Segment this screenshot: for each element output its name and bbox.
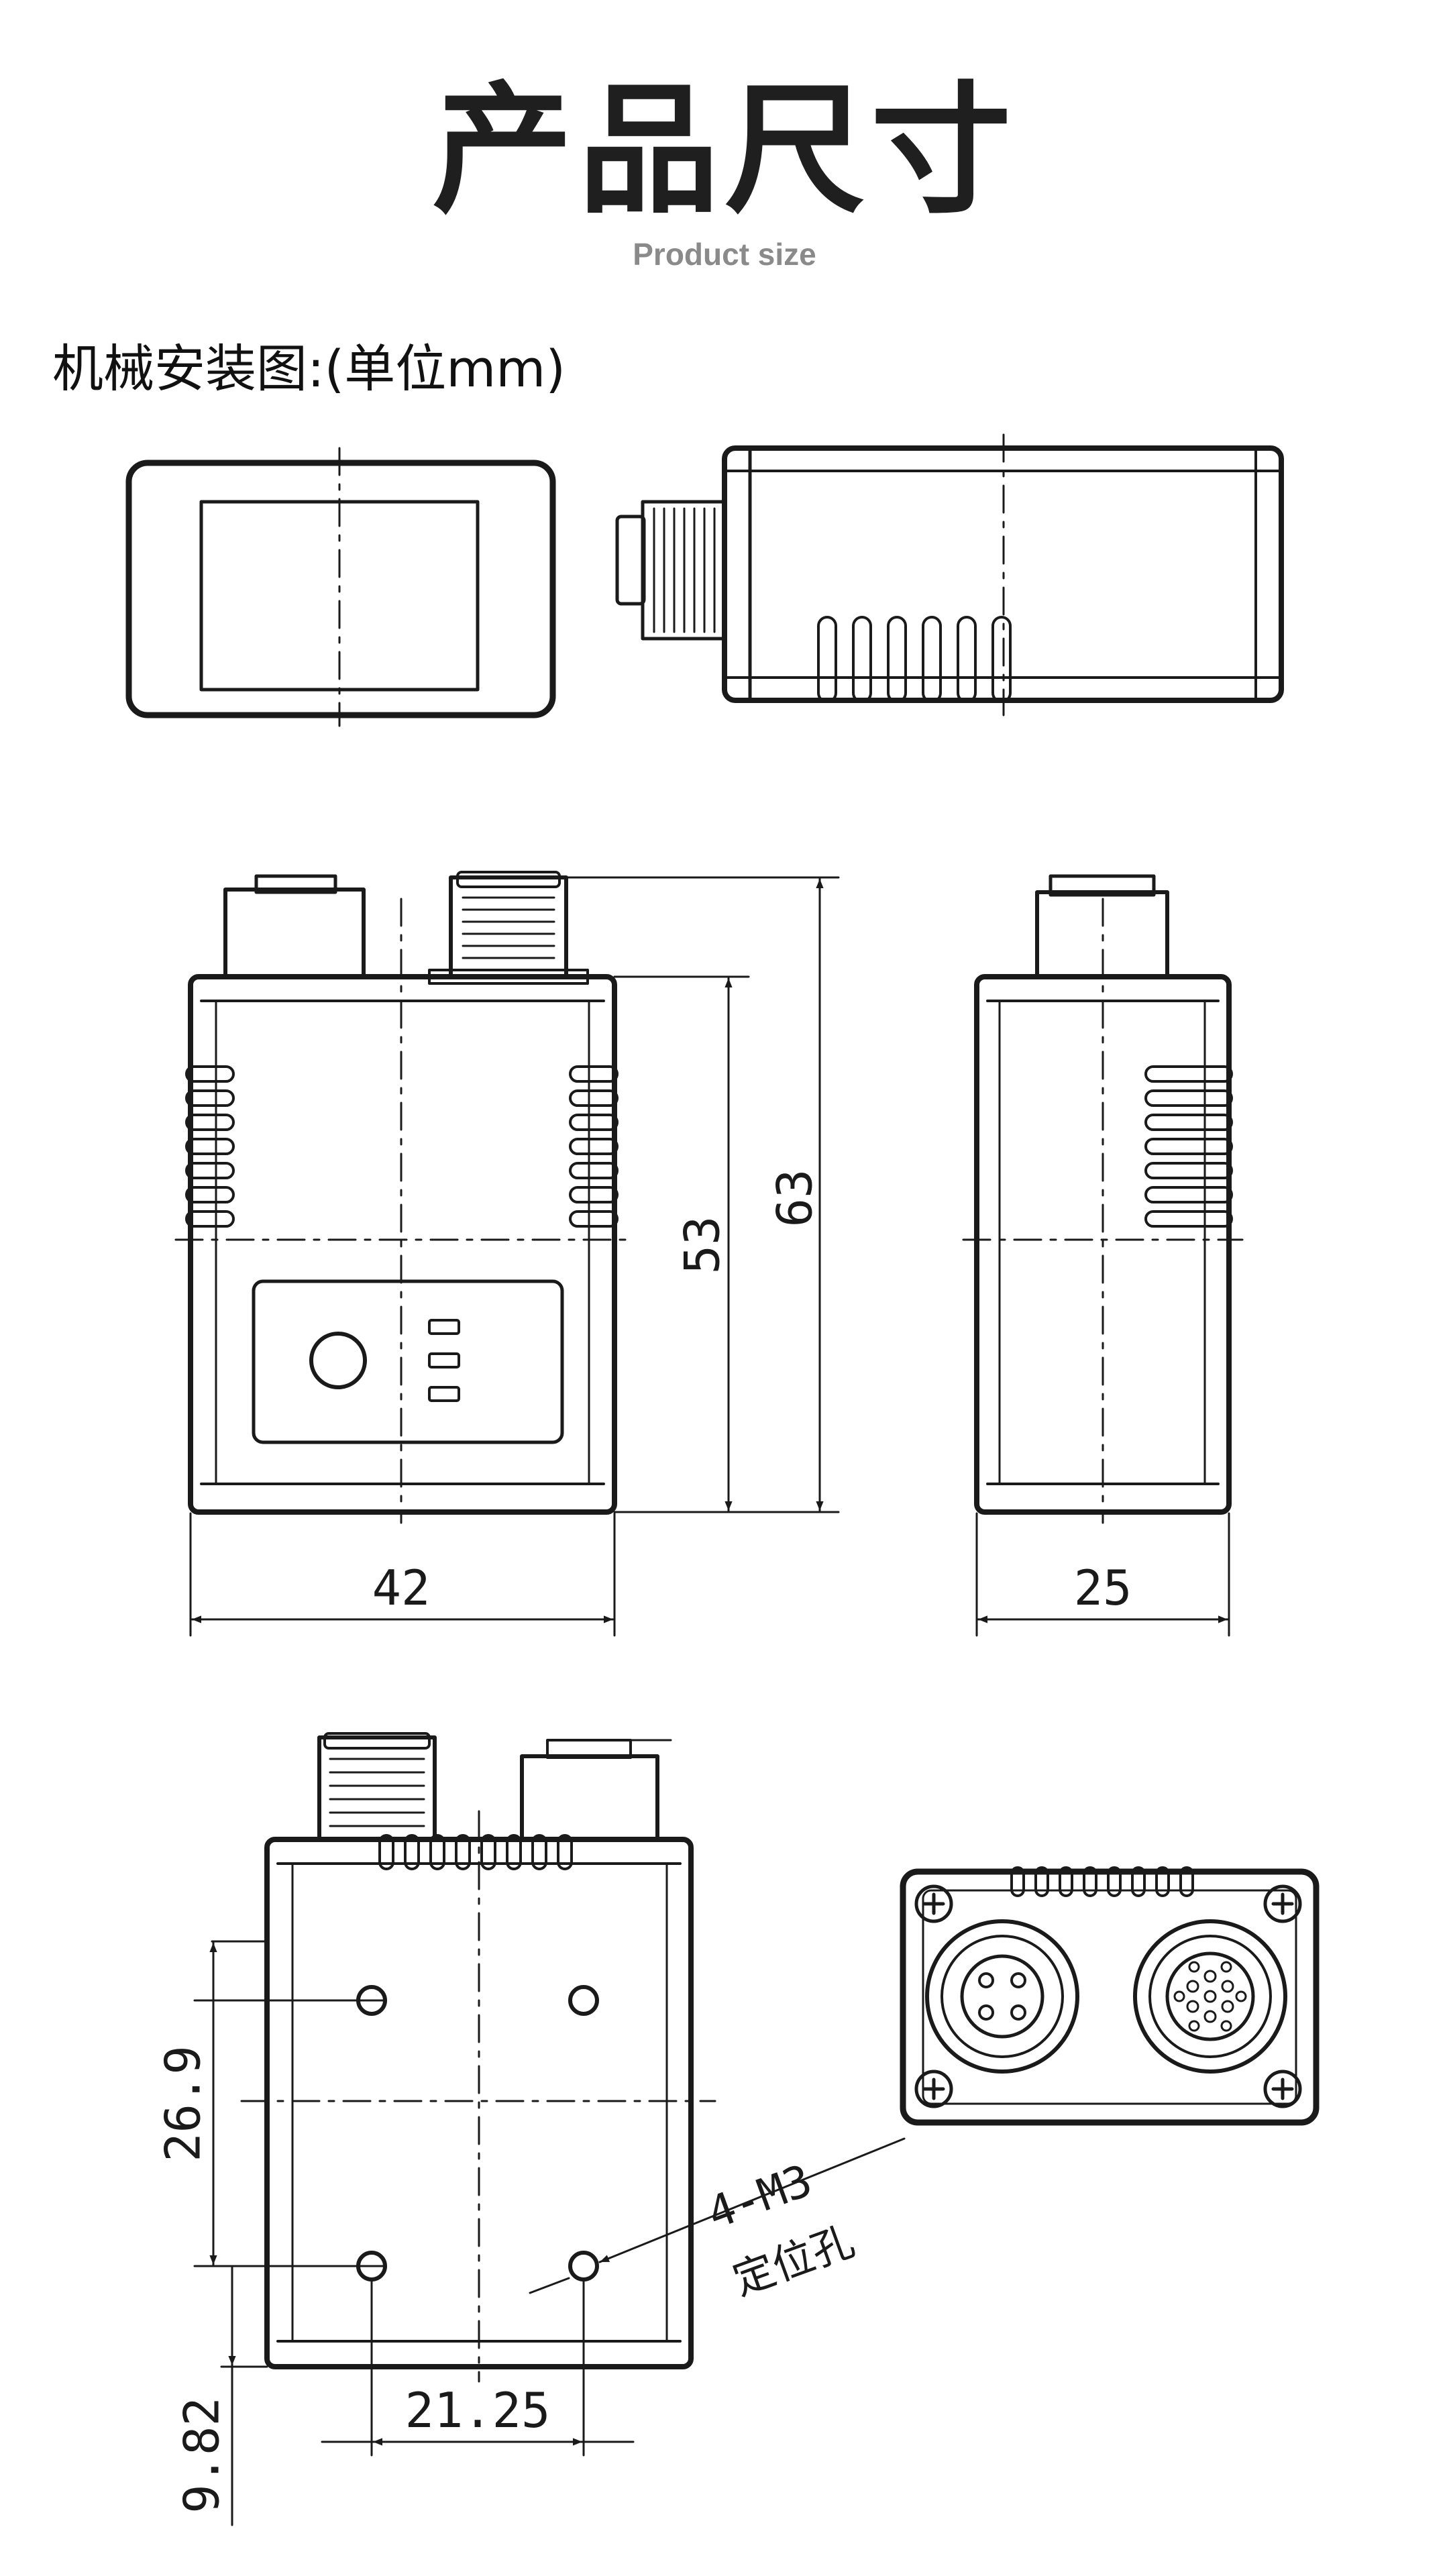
side-view-top <box>615 433 1284 716</box>
callout-description-label: 定位孔 <box>727 2216 861 2305</box>
front-view <box>174 871 631 1524</box>
dim-hole-bottom-label: 9.82 <box>174 2397 230 2513</box>
drawing-heading: 机械安装图:(单位mm) <box>52 339 566 398</box>
front-panel-view <box>125 447 556 727</box>
back-view <box>240 1732 716 2383</box>
page-title: 产品尺寸 <box>431 68 1017 233</box>
dim-depth-label: 25 <box>1074 1560 1132 1616</box>
dim-width-label: 42 <box>372 1560 431 1616</box>
back-view-dimensions <box>193 1940 906 2526</box>
front-view-dimensions <box>189 876 840 1637</box>
dim-hole-vertical-label: 26.9 <box>155 2045 211 2161</box>
mount-hole <box>568 2251 599 2282</box>
dim-hole-horizontal-label: 21.25 <box>405 2382 551 2438</box>
callout-thread-label: 4-M3 <box>700 2154 818 2239</box>
connector-end-view <box>900 1866 1320 2126</box>
dim-body-height-label: 53 <box>674 1216 731 1275</box>
dim-total-height-label: 63 <box>767 1169 823 1228</box>
mount-hole <box>568 1985 599 2016</box>
side-view <box>962 874 1244 1637</box>
page-subtitle: Product size <box>633 237 816 272</box>
